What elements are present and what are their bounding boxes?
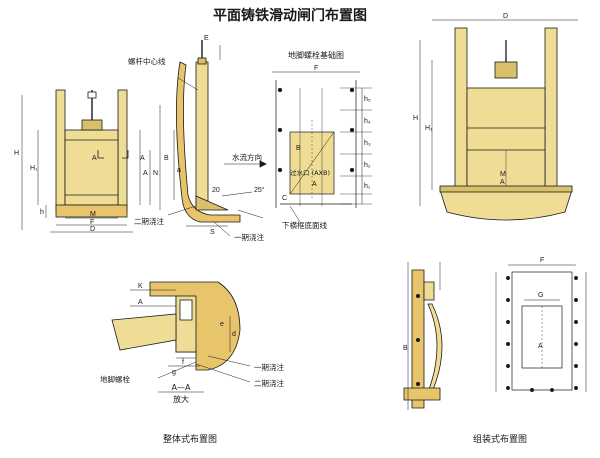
dim-A-assembled: A bbox=[538, 343, 543, 350]
dim-B-plan: B bbox=[296, 145, 301, 152]
label-second-pour-section: 二期浇注 bbox=[254, 378, 284, 388]
dim-a: a bbox=[177, 167, 181, 174]
dim-h1: h₁ bbox=[364, 183, 371, 190]
drawing-title: 平面铸铁滑动闸门布置图 bbox=[213, 7, 367, 24]
assembled-anchor-layout-view bbox=[495, 264, 587, 392]
section-aa-enlarged-view bbox=[111, 281, 251, 393]
section-mark-a-left: A bbox=[92, 155, 97, 162]
dim-D: D bbox=[90, 226, 95, 233]
dim-B: B bbox=[164, 155, 169, 162]
anchor-bolt-plan-view bbox=[272, 71, 372, 223]
dim-M-large: M bbox=[500, 171, 506, 178]
label-first-pour-section: 一期浇注 bbox=[254, 362, 284, 372]
dim-E: E bbox=[204, 35, 209, 42]
dim-A-large: A bbox=[500, 179, 505, 186]
dim-G: G bbox=[538, 292, 543, 299]
dim-F-assembled: F bbox=[540, 257, 544, 264]
front-elevation-view bbox=[21, 89, 151, 233]
dim-A-plan: A bbox=[312, 181, 317, 188]
assembled-side-section-view bbox=[403, 262, 443, 410]
dim-S: S bbox=[210, 229, 215, 236]
dim-angle-20: 20 bbox=[212, 187, 220, 194]
dim-F-plan: F bbox=[314, 65, 318, 72]
label-hole: 过水口 (AXB) bbox=[290, 168, 330, 177]
dim-A-front: A bbox=[143, 170, 148, 177]
dim-F: F bbox=[90, 219, 94, 226]
label-section-aa: A—A bbox=[172, 383, 191, 392]
label-water-flow: 水流方向 bbox=[232, 152, 262, 162]
dim-e: e bbox=[220, 321, 224, 328]
label-anchor-bolt: 地脚螺栓 bbox=[100, 374, 130, 384]
large-gate-elevation-view bbox=[419, 19, 578, 221]
label-integral-layout: 整体式布置图 bbox=[163, 433, 217, 445]
dim-C: C bbox=[282, 195, 287, 202]
dim-H1: H₁ bbox=[30, 165, 38, 172]
dim-h: h bbox=[40, 209, 44, 216]
dim-h5: h₅ bbox=[364, 96, 371, 103]
dim-N: N bbox=[153, 170, 158, 177]
side-section-view bbox=[159, 40, 267, 237]
dim-f: f bbox=[182, 359, 184, 366]
label-assembled-layout: 组装式布置图 bbox=[473, 433, 527, 445]
dim-H1-large: H₁ bbox=[425, 125, 433, 132]
dim-angle-25: 25° bbox=[254, 186, 265, 194]
dim-B-assembled: B bbox=[403, 345, 408, 352]
label-screw-center-line: 螺杆中心线 bbox=[128, 56, 166, 66]
dim-D-large: D bbox=[503, 13, 508, 20]
dim-A-section: A bbox=[138, 299, 143, 306]
label-anchor-bolt-plan: 地脚螺栓基础图 bbox=[288, 50, 344, 60]
label-first-pour-side: 一期浇注 bbox=[234, 232, 264, 242]
label-bottom-beam-line: 下横框底面线 bbox=[282, 220, 327, 230]
dim-H: H bbox=[14, 150, 19, 157]
dim-M: M bbox=[90, 211, 96, 218]
dim-h2: h₂ bbox=[364, 162, 371, 169]
dim-d: d bbox=[232, 331, 236, 338]
section-mark-a-right: A bbox=[140, 155, 145, 162]
label-enlarged: 放大 bbox=[173, 394, 189, 404]
dim-g: g bbox=[172, 369, 176, 376]
dim-H-large: H bbox=[413, 115, 418, 122]
dim-h4: h₄ bbox=[364, 118, 371, 125]
label-second-pour-side: 二期浇注 bbox=[134, 216, 164, 226]
dim-K: K bbox=[138, 283, 143, 290]
dim-h3: h₃ bbox=[364, 140, 371, 147]
